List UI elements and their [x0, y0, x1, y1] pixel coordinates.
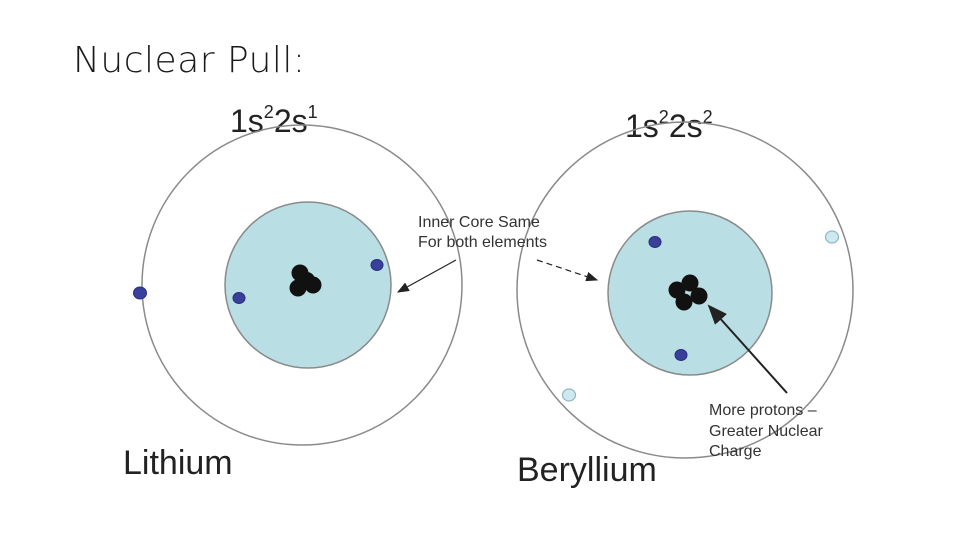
lithium-outer-shell — [141, 124, 463, 446]
protons-annotation: More protons – Greater Nuclear Charge — [707, 304, 823, 460]
inner-core-note-line2: For both elements — [418, 234, 547, 251]
lithium-inner-electron — [370, 259, 384, 271]
protons-note-line3: Charge — [709, 443, 762, 460]
lithium-atom: 1s22s1 Lithium — [123, 102, 463, 482]
slide-title: Nuclear Pull: — [73, 40, 306, 81]
beryllium-outer-electron — [824, 230, 840, 244]
inner-core-note-line1: Inner Core Same — [418, 214, 540, 231]
beryllium-inner-core — [607, 210, 773, 376]
lithium-nucleus — [289, 264, 322, 297]
beryllium-inner-electron — [648, 236, 662, 248]
beryllium-label: Beryllium — [517, 451, 657, 489]
inner-core-arrow-right — [536, 259, 599, 282]
inner-core-annotation: Inner Core Same For both elements — [396, 214, 599, 293]
beryllium-config-shell2: 2s — [669, 108, 703, 144]
lithium-label: Lithium — [123, 444, 233, 482]
protons-note-line2: Greater Nuclear — [709, 423, 823, 440]
beryllium-inner-electron — [674, 349, 688, 361]
lithium-config-exp2: 1 — [308, 102, 318, 122]
beryllium-config: 1s22s2 — [625, 107, 713, 144]
beryllium-config-exp2: 2 — [703, 107, 713, 127]
beryllium-atom: 1s22s2 Beryllium — [516, 107, 854, 489]
beryllium-outer-electron — [561, 388, 577, 402]
inner-core-arrow-left — [396, 259, 457, 293]
lithium-config-shell1: 1s — [230, 103, 264, 139]
beryllium-config-exp1: 2 — [659, 107, 669, 127]
lithium-inner-electron — [232, 292, 246, 304]
lithium-config: 1s22s1 — [230, 102, 318, 139]
lithium-config-shell2: 2s — [274, 103, 308, 139]
protons-arrow — [707, 304, 788, 394]
beryllium-outer-shell — [516, 121, 854, 459]
protons-note-line1: More protons – — [709, 402, 817, 419]
beryllium-config-shell1: 1s — [625, 108, 659, 144]
lithium-outer-electron — [133, 286, 147, 300]
lithium-config-exp1: 2 — [264, 102, 274, 122]
beryllium-nucleus — [668, 274, 708, 311]
